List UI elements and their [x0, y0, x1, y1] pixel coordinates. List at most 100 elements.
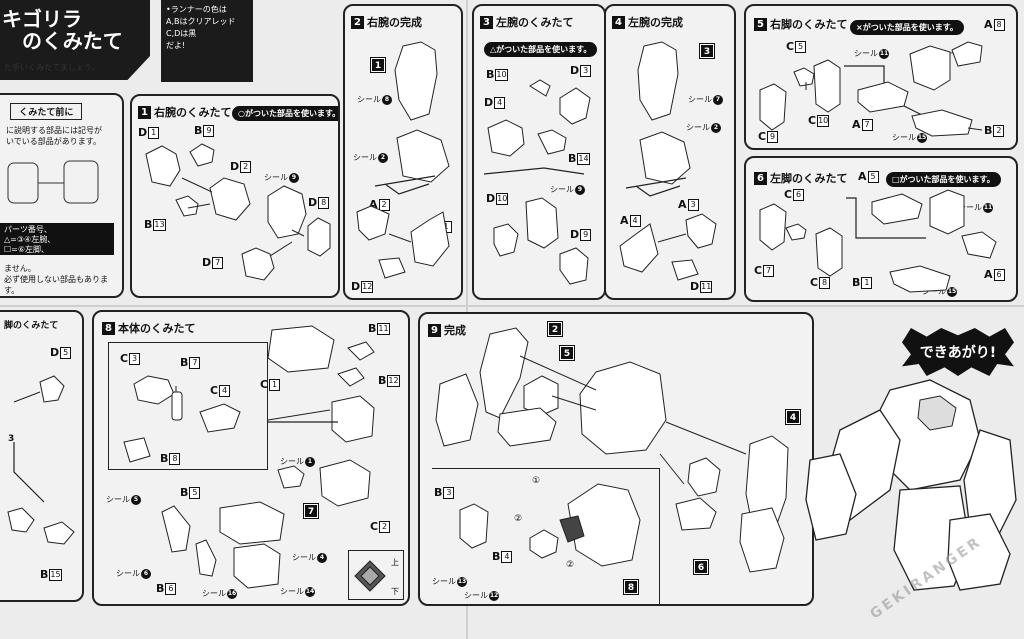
- card-title: くみたて前に: [10, 103, 83, 120]
- subassembly-tag: 1: [370, 57, 386, 73]
- card-text-line: いでいる部品があります。: [6, 137, 101, 146]
- orientation-box: 上 下: [348, 550, 404, 600]
- step-3-parts-drawing: [483, 79, 591, 285]
- seal-orientation-diagram: [354, 560, 386, 592]
- runner-note-line: C,Dは黒: [166, 29, 197, 38]
- subassembly-tag: 6: [693, 559, 709, 575]
- legend-line: パーツ番号、: [4, 225, 52, 234]
- card-footnote: ません。 必ず使用しない部品もあります。: [4, 263, 122, 296]
- step-title: 右脚のくみたて: [770, 18, 848, 31]
- fold-line-horizontal: [0, 305, 1024, 307]
- detail-box: [432, 468, 660, 604]
- watermark-label: GEKIRANGER: [867, 533, 985, 623]
- subassembly-tag: 4: [785, 409, 801, 425]
- leg-parts-drawing: [7, 375, 75, 545]
- subassembly-tag: 2: [547, 321, 563, 337]
- step-9-parts-drawing: [435, 327, 789, 573]
- footnote-line: 必ず使用しない部品もあります。: [4, 275, 108, 295]
- runner-note-line: A,Bはクリアレッド: [166, 17, 236, 26]
- step-4-header: 4 左腕の完成: [612, 14, 683, 30]
- runner-note-line: だよ!: [166, 41, 186, 50]
- step-arrow-1: ①: [532, 476, 541, 486]
- step-title: 右腕の完成: [367, 16, 422, 29]
- direction-up-label: 上: [391, 558, 399, 567]
- step-title: 左腕のくみたて: [496, 16, 574, 29]
- runner-color-note: •ランナーの色は A,Bはクリアレッド C,Dは黒 だよ!: [161, 0, 253, 82]
- step-number: 9: [428, 323, 441, 337]
- watermark-text: GEKIRANGER: [840, 450, 1024, 630]
- step-6-header: 6 左脚のくみたて: [754, 170, 847, 186]
- page-title: キゴリラ のくみたて: [2, 8, 123, 52]
- finished-robot-drawing: [805, 379, 1017, 591]
- step-5-parts-drawing: [759, 41, 983, 137]
- legend-line: △=③④左腕、: [4, 235, 56, 244]
- step-title: 左腕の完成: [628, 16, 683, 29]
- step-number: 1: [138, 105, 151, 119]
- footnote-line: ません。: [4, 264, 36, 273]
- step-2-parts-drawing: [356, 41, 450, 279]
- step-5-header: 5 右脚のくみたて: [754, 16, 847, 32]
- card2-marker: 3: [8, 434, 15, 444]
- step-title: 完成: [444, 324, 466, 337]
- subassembly-tag: 5: [559, 345, 575, 361]
- sample-part-drawing: [7, 160, 99, 204]
- step-title: 左脚のくみたて: [770, 172, 848, 185]
- card-text-line: に説明する部品には記号が: [6, 126, 102, 135]
- step-note: □がついた部品を使います。: [886, 172, 1001, 187]
- card-text: に説明する部品には記号が いでいる部品があります。: [6, 125, 102, 147]
- step-number: 5: [754, 17, 767, 31]
- legend-box: パーツ番号、 △=③④左腕、 ☐=⑥左脚、: [0, 223, 114, 255]
- step-number: 3: [480, 15, 493, 29]
- step-1-header: 1 右腕のくみたて: [138, 104, 231, 120]
- subassembly-tag: 7: [303, 503, 319, 519]
- step-note: △がついた部品を使います。: [484, 42, 598, 57]
- before-assembly-card: くみたて前に に説明する部品には記号が いでいる部品があります。 パーツ番号、 …: [0, 93, 124, 298]
- step-arrow-2b: ②: [566, 560, 575, 570]
- title-block: キゴリラ のくみたて: [0, 0, 150, 80]
